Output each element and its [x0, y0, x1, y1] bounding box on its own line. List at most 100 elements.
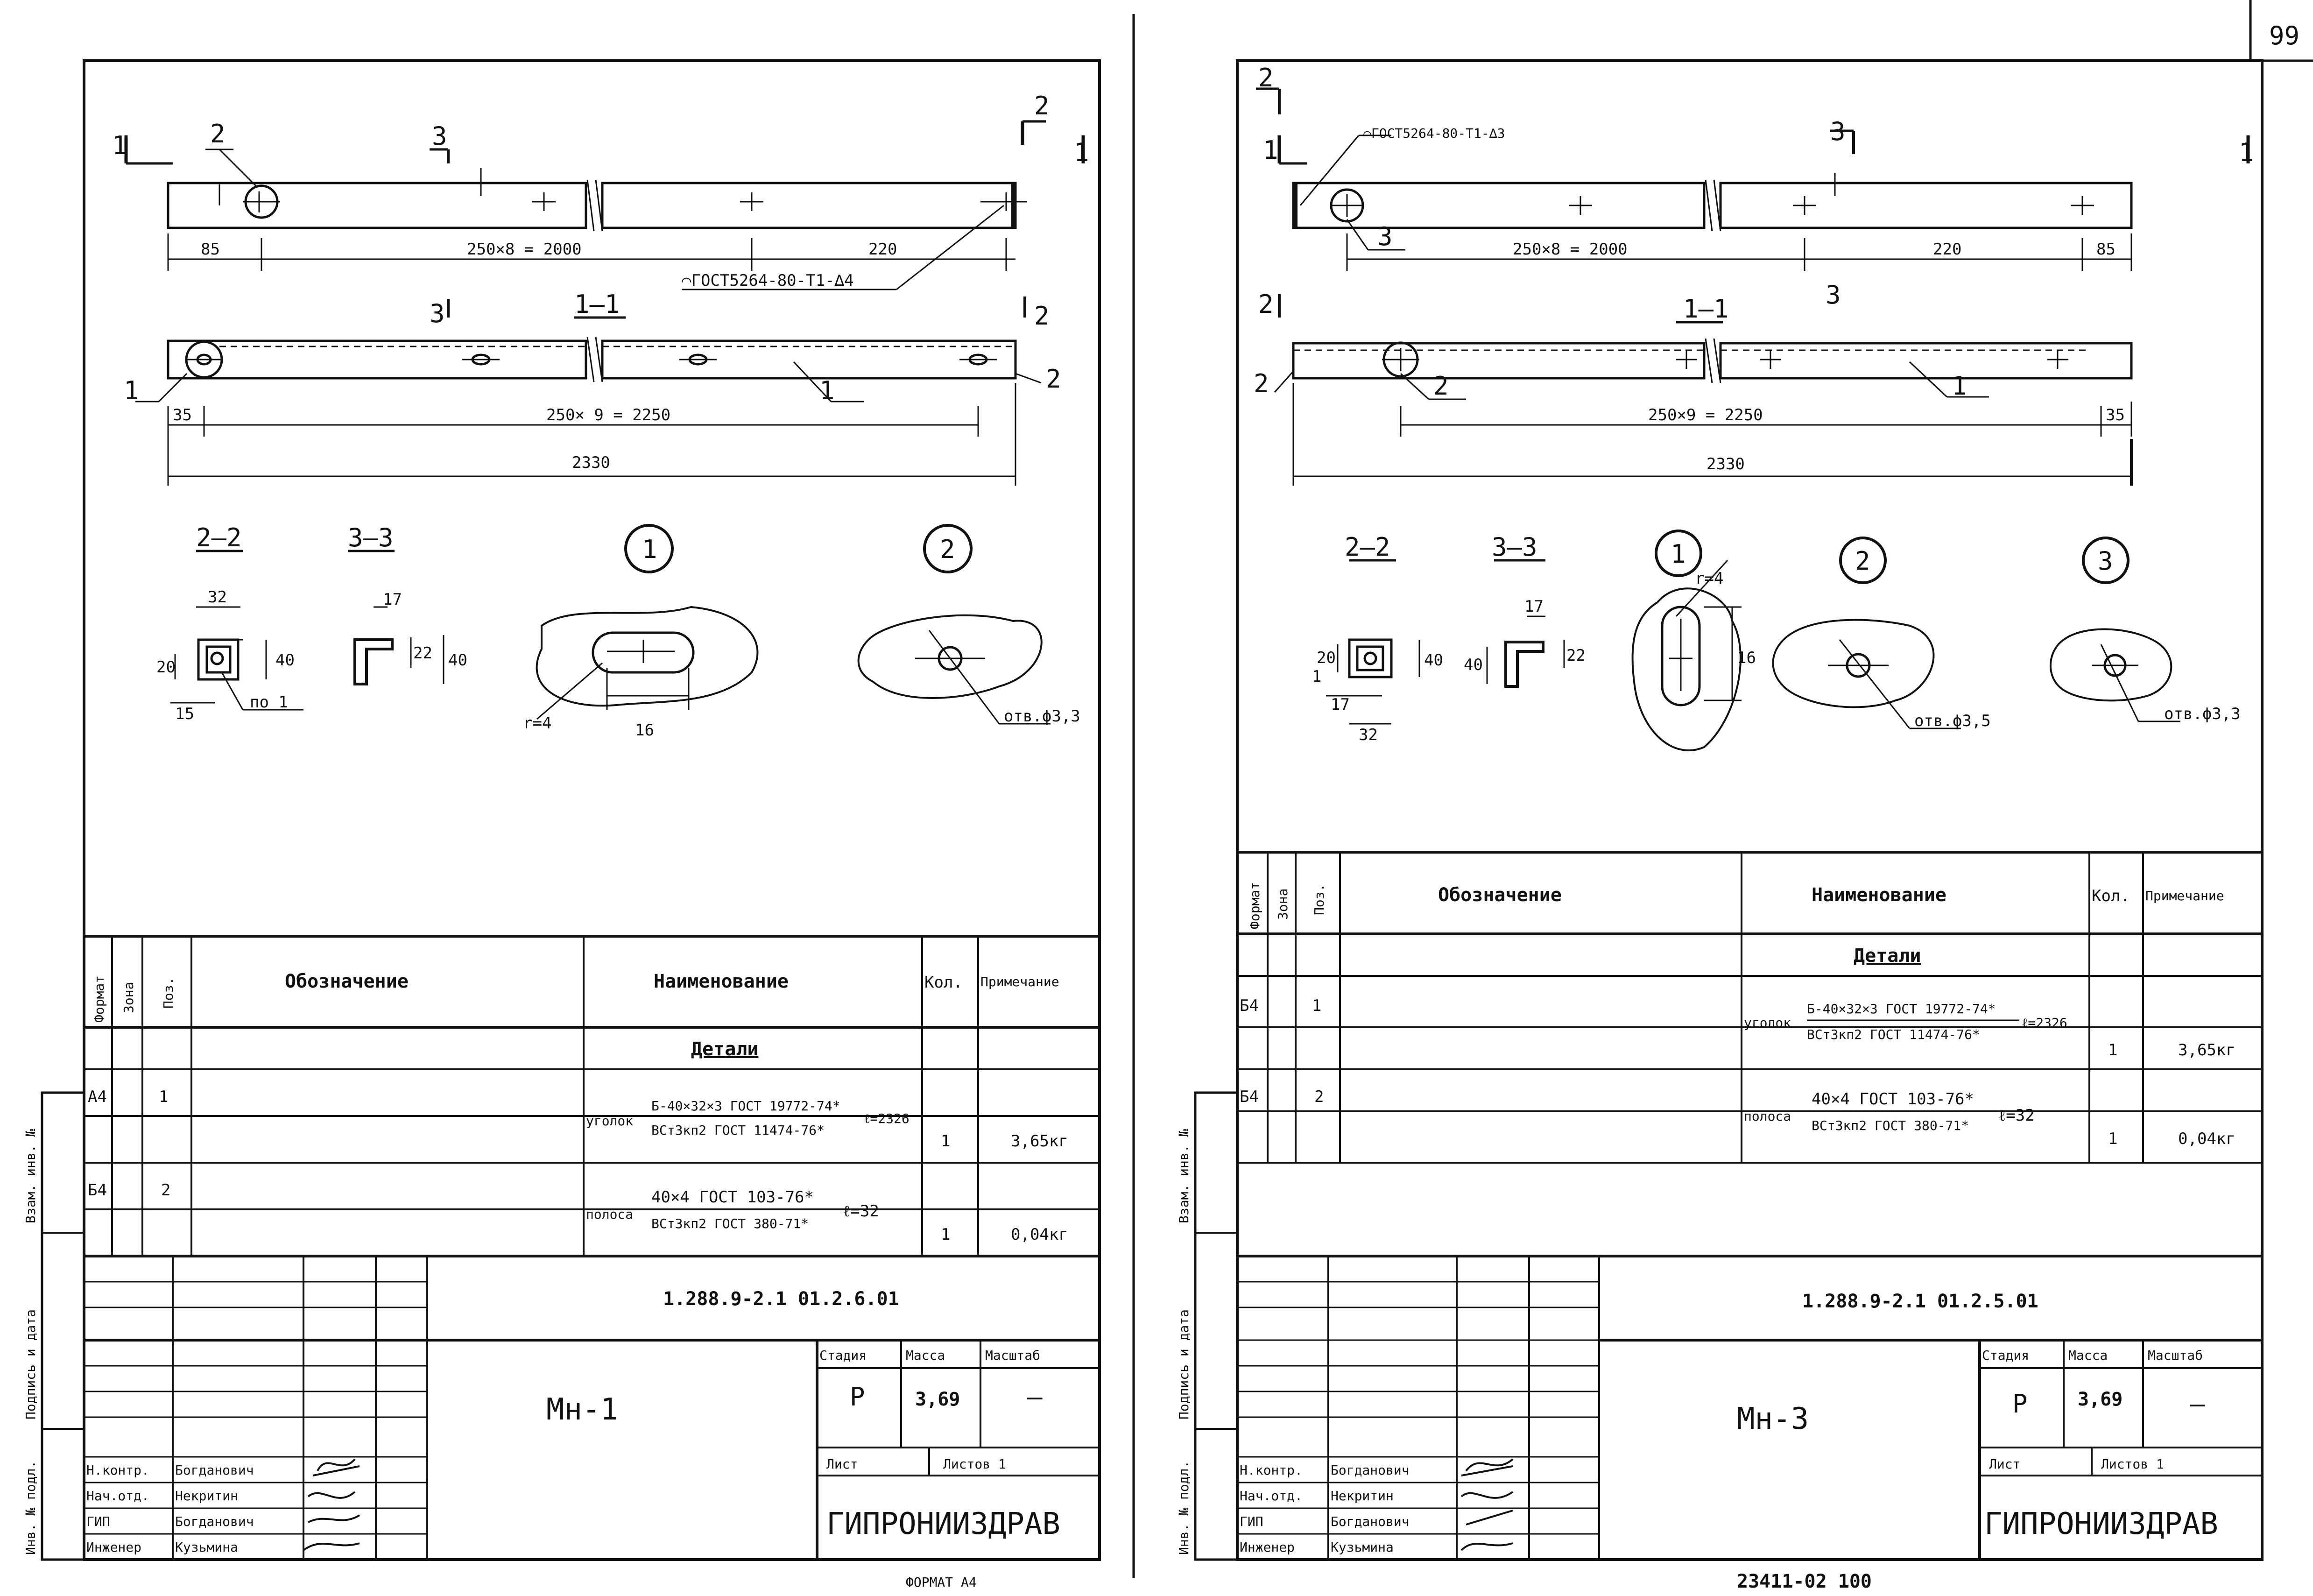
left-title-block: [84, 1255, 1100, 1560]
left-role-2: Нач.отд.: [86, 1488, 149, 1504]
left-elevation: [124, 120, 1085, 290]
right-callout-3: 3: [1377, 222, 1393, 251]
right-details: [1326, 530, 2180, 751]
right-section-11: [1274, 294, 2133, 486]
right-doc-code: 1.288.9-2.1 01.2.5.01: [1802, 1291, 2038, 1312]
left-node-2: 2: [940, 535, 955, 564]
left-row2-bottom: ВСт3кп2 ГОСТ 380-71*: [651, 1216, 809, 1231]
left-section-1-mark-right: 1: [1074, 138, 1089, 167]
left-hdr-format: Формат: [92, 975, 107, 1023]
left-name-4: Кузьмина: [175, 1540, 238, 1555]
right-dim-20: 20: [1317, 649, 1336, 667]
left-stage-header: Стадия: [819, 1348, 867, 1363]
right-role-4: Инженер: [1240, 1540, 1295, 1555]
left-side-vzam: Взам. инв. №: [23, 1129, 38, 1223]
left-side-sign: Подпись и дата: [23, 1309, 38, 1419]
left-row1-note: 3,65кг: [1011, 1132, 1068, 1151]
right-row2-qty: 1: [2108, 1130, 2117, 1148]
right-dim-250x9: 250×9 = 2250: [1648, 406, 1763, 424]
left-dim-250x9: 250× 9 = 2250: [546, 406, 670, 424]
left-section-2-mark: 2: [1034, 91, 1050, 120]
left-dim-r4: r=4: [523, 714, 551, 733]
left-mass: 3,69: [915, 1389, 960, 1410]
right-callout-2-left: 2: [1254, 369, 1269, 398]
left-dim-20: 20: [156, 658, 176, 677]
left-row2-top: 40×4 ГОСТ 103-76*: [651, 1188, 814, 1207]
left-node-1: 1: [642, 535, 657, 564]
left-row2-pos: 2: [161, 1181, 170, 1200]
right-weld-note: ⌒ГОСТ5264-80-Т1-∆3: [1363, 126, 1505, 141]
left-spec-table: [84, 935, 1100, 1256]
right-row1-pos: 1: [1312, 996, 1321, 1015]
right-sheet: 99: [1139, 0, 2313, 1596]
right-stage: Р: [2012, 1389, 2028, 1419]
right-dim-22: 22: [1566, 646, 1586, 665]
left-view-22-title: 2—2: [196, 523, 242, 552]
left-hole-note: отв.ϕ3,3: [1004, 707, 1080, 726]
left-details: [170, 524, 1051, 725]
left-row1-qty: 1: [941, 1132, 950, 1151]
left-signatures: [303, 1458, 360, 1551]
left-row1-top: Б-40×32×3 ГОСТ 19772-74*: [651, 1098, 840, 1114]
left-mass-header: Масса: [906, 1348, 945, 1363]
left-scale-header: Масштаб: [985, 1348, 1040, 1363]
left-name-2: Некритин: [175, 1488, 238, 1504]
right-drawing: 99: [1176, 0, 2313, 1592]
format-label: ФОРМАТ А4: [906, 1575, 977, 1590]
left-role-3: ГИП: [86, 1514, 110, 1529]
left-section-1-mark: 1: [112, 131, 127, 160]
left-hdr-qty: Кол.: [924, 973, 963, 992]
right-hole-3: отв.ϕ3,3: [2164, 705, 2241, 723]
right-role-2: Нач.отд.: [1240, 1488, 1303, 1504]
left-hdr-zone: Зона: [121, 982, 136, 1013]
right-node-2: 2: [1855, 546, 1870, 576]
right-title-block: [1237, 1255, 2262, 1560]
left-hdr-pos: Поз.: [161, 977, 176, 1009]
left-view-33-title: 3—3: [348, 523, 394, 552]
left-weld-note: ⌒ГОСТ5264-80-Т1-∆4: [682, 271, 853, 290]
right-name-1: Богданович: [1331, 1462, 1410, 1478]
right-section-2-mark: 2: [1258, 290, 1274, 319]
left-row2-format: Б4: [88, 1181, 107, 1200]
page-number: 99: [2269, 21, 2299, 50]
right-stage-header: Стадия: [1982, 1348, 2029, 1363]
right-dim-r4: r=4: [1695, 569, 1723, 588]
right-side-vzam: Взам. инв. №: [1176, 1129, 1192, 1223]
right-sheet-header: Лист: [1989, 1456, 2020, 1472]
right-mass: 3,69: [2078, 1389, 2123, 1410]
right-row2-len: ℓ=32: [1998, 1106, 2035, 1125]
left-row2-qty: 1: [941, 1225, 950, 1244]
right-group-label: Детали: [1854, 945, 1921, 967]
left-callout-2b: 2: [1046, 364, 1061, 394]
left-dim-85: 85: [201, 240, 220, 259]
left-section-3-mark-b: 3: [430, 299, 445, 328]
right-view-33-title: 3—3: [1492, 532, 1537, 562]
right-spec-table: [1237, 851, 2262, 1164]
left-callout-2: 2: [210, 119, 226, 148]
left-section-11: [135, 297, 1042, 486]
right-name-4: Кузьмина: [1331, 1540, 1394, 1555]
right-hdr-designation: Обозначение: [1438, 884, 1562, 906]
right-role-3: ГИП: [1240, 1514, 1263, 1529]
right-section-2-top: 2: [1258, 63, 1274, 92]
right-dim-17a: 17: [1331, 695, 1350, 714]
left-dim-22: 22: [413, 644, 432, 663]
left-dim-15: 15: [175, 705, 194, 723]
left-dim-35: 35: [173, 406, 192, 424]
left-name-3: Богданович: [175, 1514, 254, 1529]
left-section-11-title: 1—1: [574, 290, 620, 319]
right-row2-note: 0,04кг: [2178, 1130, 2235, 1148]
right-dim-85: 85: [2096, 240, 2116, 259]
right-product-name: Мн-3: [1737, 1402, 1809, 1436]
right-hdr-name: Наименование: [1812, 884, 1946, 906]
bottom-note: 23411-02 100: [1737, 1571, 1872, 1592]
right-dim-220: 220: [1933, 240, 1961, 259]
left-po1: по 1: [250, 693, 288, 712]
left-group-label: Детали: [691, 1038, 759, 1060]
left-organization: ГИПРОНИИЗДРАВ: [826, 1507, 1060, 1541]
left-dim-40b: 40: [448, 651, 467, 670]
right-scale: —: [2190, 1389, 2205, 1419]
right-hdr-qty: Кол.: [2092, 887, 2130, 905]
right-hdr-format: Формат: [1247, 882, 1262, 929]
right-section-11-title: 1—1: [1683, 294, 1729, 324]
